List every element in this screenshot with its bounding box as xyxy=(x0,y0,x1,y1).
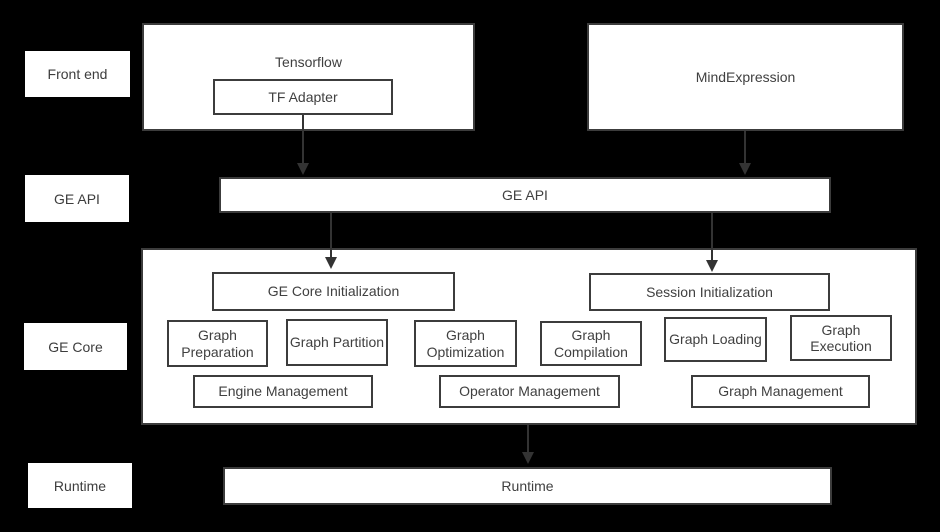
arrow-line xyxy=(527,425,529,453)
node-session-initialization: Session Initialization xyxy=(589,273,830,311)
node-graph-partition: Graph Partition xyxy=(286,319,388,366)
node-engine-management: Engine Management xyxy=(193,375,373,408)
node-ge-core-initialization: GE Core Initialization xyxy=(212,272,455,311)
node-runtime-bar: Runtime xyxy=(223,467,832,505)
node-tensorflow-label: Tensorflow xyxy=(275,54,342,70)
row-label-ge-core: GE Core xyxy=(24,323,127,370)
node-graph-optimization: Graph Optimization xyxy=(414,320,517,367)
node-graph-loading: Graph Loading xyxy=(664,317,767,362)
node-ge-api-bar: GE API xyxy=(219,177,831,213)
arrow-line xyxy=(744,131,746,164)
arrow-head-icon xyxy=(739,163,751,175)
arrow-line xyxy=(302,115,304,164)
node-graph-compilation: Graph Compilation xyxy=(540,321,642,366)
arrow-line xyxy=(711,213,713,261)
node-tf-adapter: TF Adapter xyxy=(213,79,393,115)
arrow-head-icon xyxy=(297,163,309,175)
arrow-head-icon xyxy=(522,452,534,464)
node-mindexpression: MindExpression xyxy=(587,23,904,131)
node-operator-management: Operator Management xyxy=(439,375,620,408)
node-graph-management: Graph Management xyxy=(691,375,870,408)
row-label-front-end: Front end xyxy=(25,51,130,97)
arrow-head-icon xyxy=(706,260,718,272)
row-label-runtime: Runtime xyxy=(28,463,132,508)
node-graph-execution: Graph Execution xyxy=(790,315,892,361)
arrow-line xyxy=(330,213,332,258)
node-graph-preparation: Graph Preparation xyxy=(167,320,268,367)
arrow-head-icon xyxy=(325,257,337,269)
row-label-ge-api: GE API xyxy=(25,175,129,222)
